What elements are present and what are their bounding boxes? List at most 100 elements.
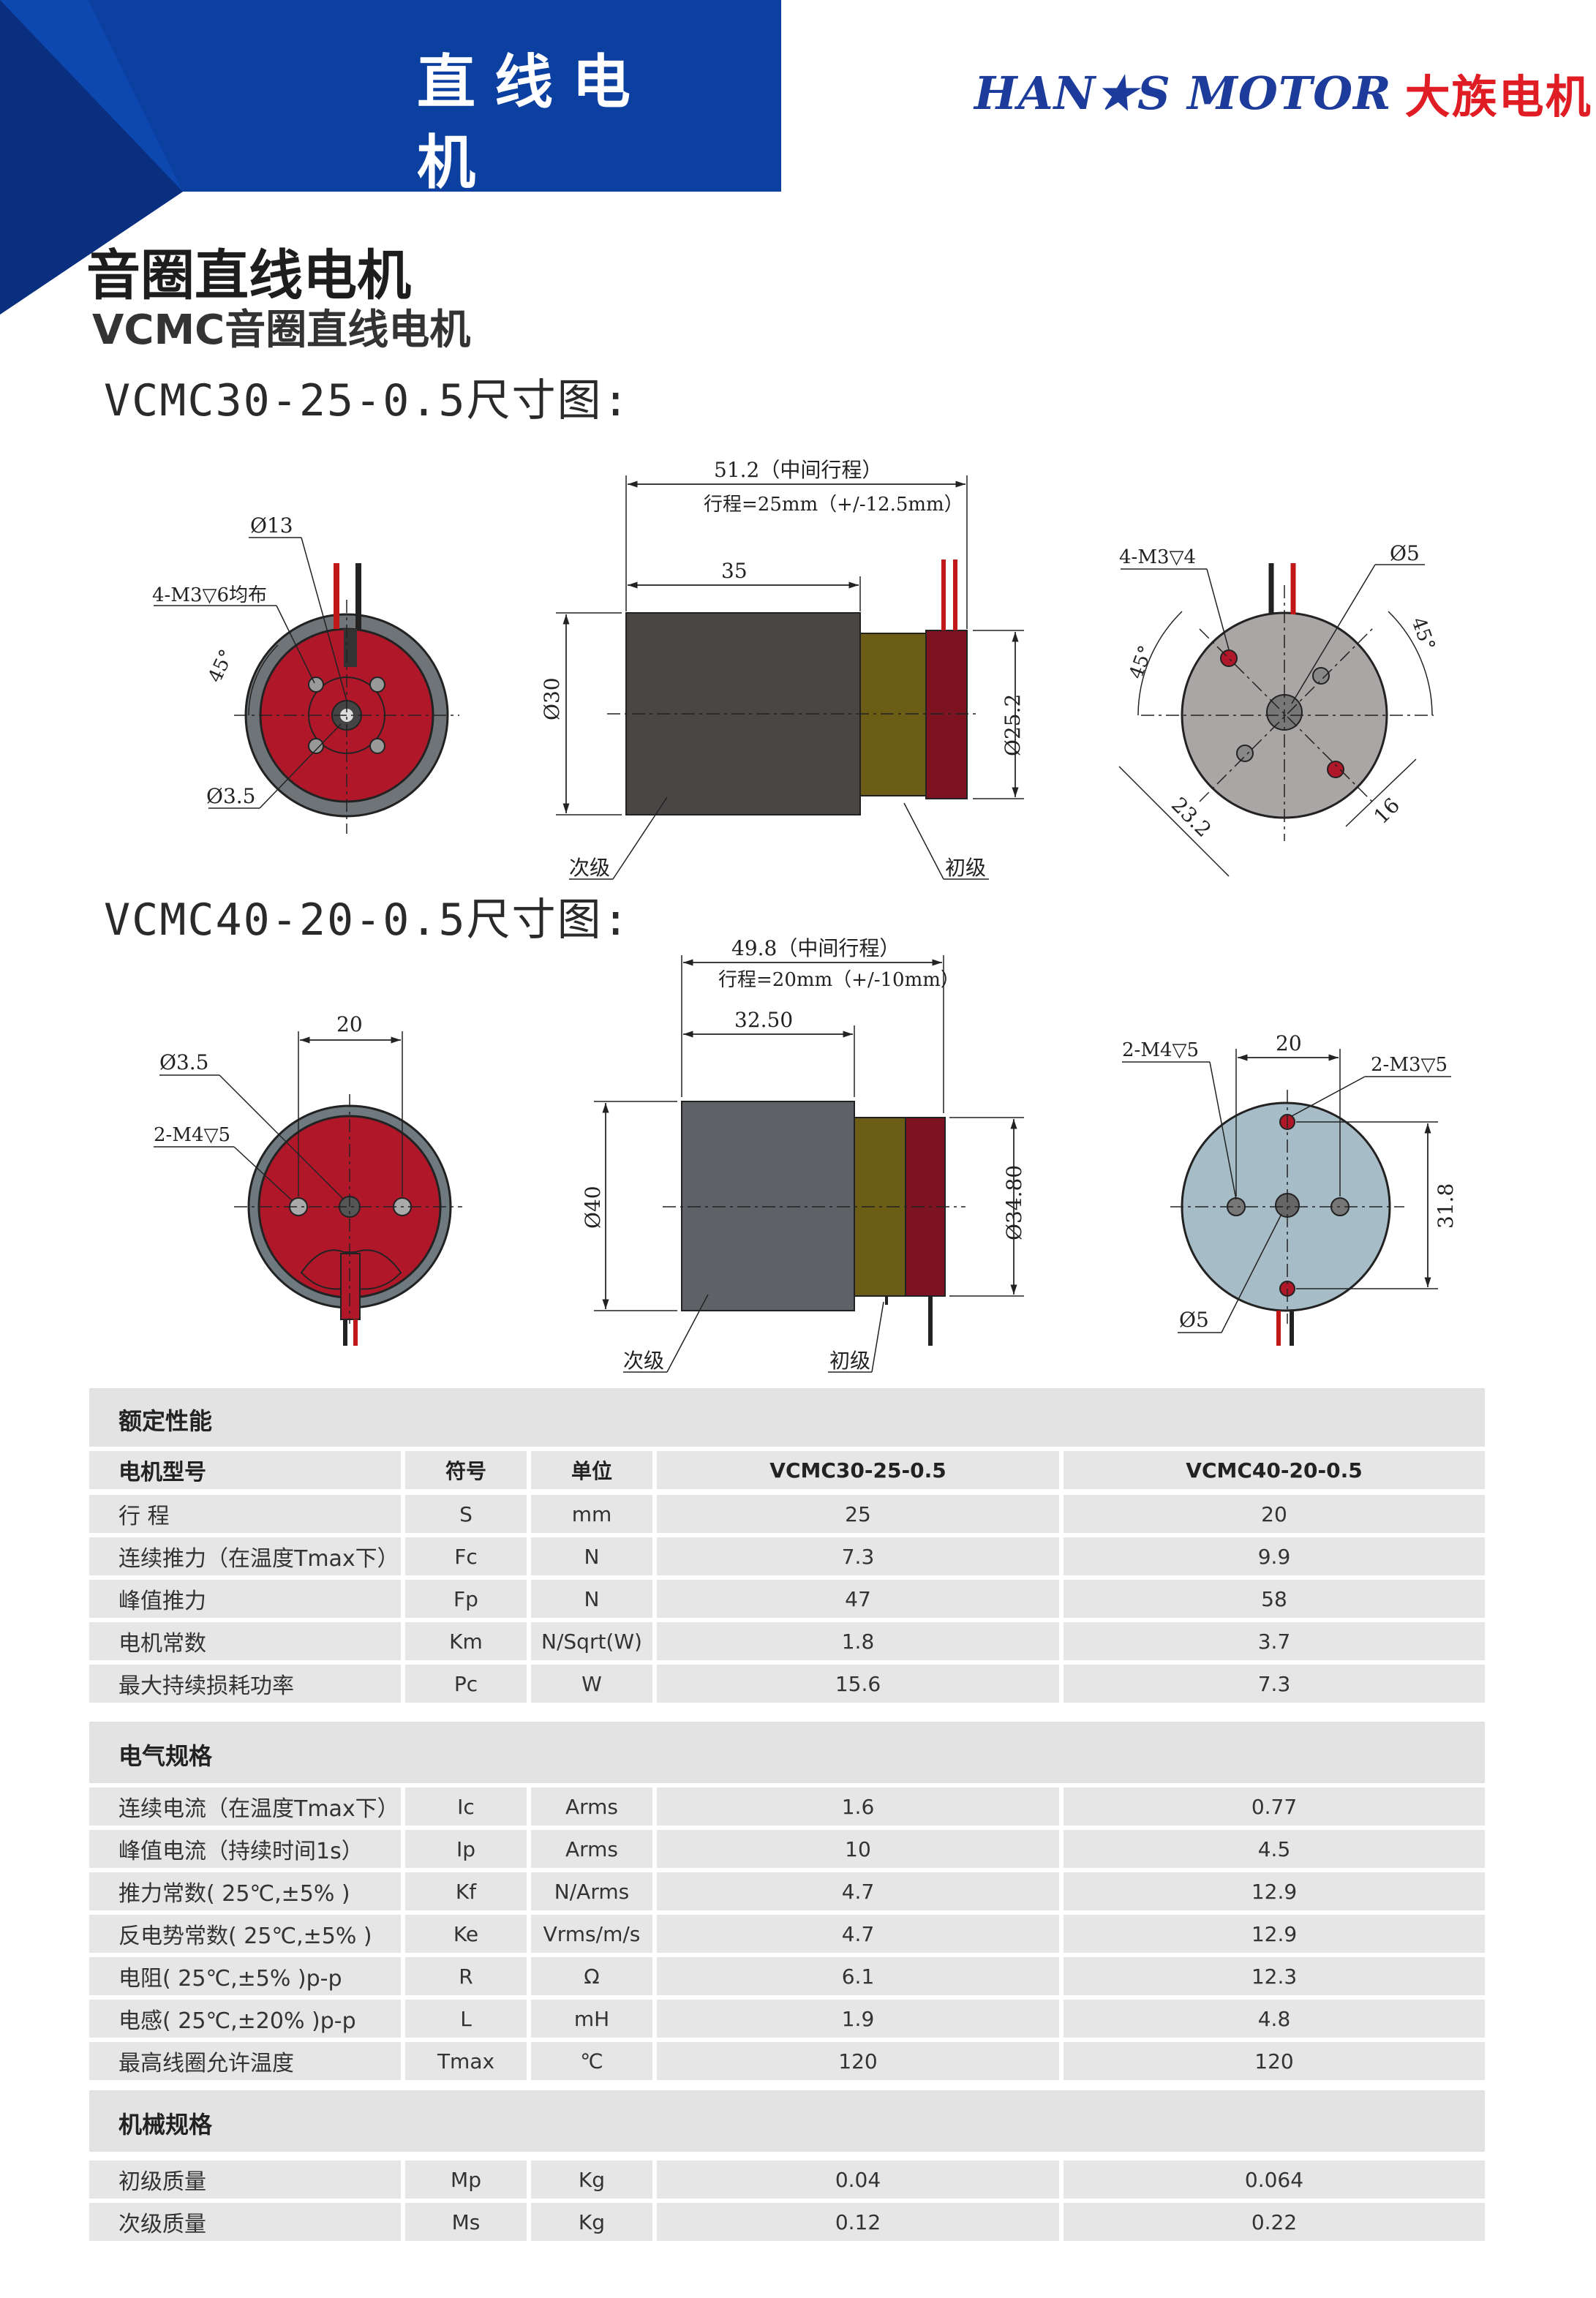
d1-side-d252: Ø25.2 [1001, 694, 1025, 756]
value-vcmc30-cell: 47 [657, 1580, 1059, 1618]
value-vcmc30-cell: 25 [657, 1495, 1059, 1533]
symbol-cell: Ip [405, 1830, 527, 1868]
param-name-cell: 初级质量 [89, 2161, 401, 2199]
logo-chinese: 大族电机 [1404, 70, 1592, 124]
d2-front-d35: Ø3.5 [159, 1050, 208, 1074]
value-vcmc30-cell: 120 [657, 2042, 1059, 2080]
value-vcmc40-cell: VCMC40-20-0.5 [1064, 1451, 1485, 1489]
drawing1-title: VCMC30-25-0.5尺寸图: [104, 375, 631, 426]
table-section-header: 额定性能 [89, 1388, 1485, 1447]
param-name-cell: 推力常数( 25℃,±5% ) [89, 1872, 401, 1910]
d1-front-d35: Ø3.5 [206, 784, 255, 808]
value-vcmc30-cell: 4.7 [657, 1915, 1059, 1953]
d2-rear-d5: Ø5 [1179, 1308, 1209, 1332]
header-title: 直线电机 [417, 48, 650, 197]
unit-cell: Arms [531, 1830, 652, 1868]
dimension-drawings: Ø13 4-M3▽6均布 45° Ø3.5 51.2（中间行程） 行程=25mm… [152, 458, 1458, 1373]
section-title: 机械规格 [118, 2111, 213, 2139]
page-subtitle: VCMC音圈直线电机 [92, 306, 471, 354]
d2-side-secondary: 次级 [623, 1349, 664, 1373]
d2-rear-dim318: 31.8 [1434, 1183, 1458, 1229]
d2-side-stroke: 行程=20mm（+/-10mm） [718, 969, 960, 991]
value-vcmc40-cell: 9.9 [1064, 1537, 1485, 1575]
d1-rear-angle1: 45° [1125, 643, 1157, 682]
d2-side-view: 49.8（中间行程） 行程=20mm（+/-10mm） 32.50 Ø40 Ø3… [581, 936, 1026, 1373]
value-vcmc40-cell: 12.3 [1064, 1957, 1485, 1995]
d1-front-d13: Ø13 [250, 513, 293, 538]
d1-rear-dim232: 23.2 [1167, 793, 1216, 842]
d2-rear-dim20: 20 [1276, 1031, 1302, 1055]
d2-front-holes: 2-M4▽5 [154, 1124, 230, 1146]
d1-side-total: 51.2（中间行程） [714, 458, 882, 482]
table-section-header: 电气规格 [89, 1722, 1485, 1783]
d2-rear-holes2: 2-M3▽5 [1371, 1054, 1448, 1076]
d2-side-len: 32.50 [734, 1008, 793, 1032]
unit-cell: Arms [531, 1787, 652, 1826]
symbol-cell: Ke [405, 1915, 527, 1953]
value-vcmc40-cell: 20 [1064, 1495, 1485, 1533]
header-banner [0, 0, 781, 314]
d1-front-view: Ø13 4-M3▽6均布 45° Ø3.5 [152, 513, 459, 834]
param-name-cell: 行 程 [89, 1495, 401, 1533]
d1-side-d30: Ø30 [540, 677, 564, 720]
value-vcmc30-cell: VCMC30-25-0.5 [657, 1451, 1059, 1489]
symbol-cell: 符号 [405, 1451, 527, 1489]
section-title: 额定性能 [118, 1407, 213, 1435]
symbol-cell: Fp [405, 1580, 527, 1618]
unit-cell: ℃ [531, 2042, 652, 2080]
value-vcmc40-cell: 4.5 [1064, 1830, 1485, 1868]
symbol-cell: Ms [405, 2203, 527, 2241]
symbol-cell: Tmax [405, 2042, 527, 2080]
value-vcmc40-cell: 12.9 [1064, 1915, 1485, 1953]
value-vcmc30-cell: 6.1 [657, 1957, 1059, 1995]
unit-cell: N [531, 1537, 652, 1575]
unit-cell: mH [531, 2000, 652, 2038]
d1-rear-angle2: 45° [1407, 614, 1439, 654]
d2-side-total: 49.8（中间行程） [731, 936, 900, 960]
param-name-cell: 峰值推力 [89, 1580, 401, 1618]
param-name-cell: 最高线圈允许温度 [89, 2042, 401, 2080]
d2-rear-holes1: 2-M4▽5 [1122, 1039, 1199, 1061]
d1-rear-holes: 4-M3▽4 [1119, 546, 1196, 568]
d2-rear-view: 2-M4▽5 20 2-M3▽5 31.8 Ø5 [1122, 1031, 1458, 1346]
param-name-cell: 最大持续损耗功率 [89, 1665, 401, 1703]
d2-front-dim20: 20 [336, 1012, 363, 1036]
logo-english: HAN★S MOTOR [974, 66, 1392, 120]
value-vcmc40-cell: 58 [1064, 1580, 1485, 1618]
param-name-cell: 连续推力（在温度Tmax下） [89, 1537, 401, 1575]
value-vcmc40-cell: 4.8 [1064, 2000, 1485, 2038]
param-name-cell: 次级质量 [89, 2203, 401, 2241]
value-vcmc30-cell: 1.9 [657, 2000, 1059, 2038]
value-vcmc40-cell: 3.7 [1064, 1622, 1485, 1660]
value-vcmc30-cell: 10 [657, 1830, 1059, 1868]
value-vcmc40-cell: 120 [1064, 2042, 1485, 2080]
symbol-cell: L [405, 2000, 527, 2038]
value-vcmc30-cell: 0.12 [657, 2203, 1059, 2241]
symbol-cell: Mp [405, 2161, 527, 2199]
param-name-cell: 电阻( 25℃,±5% )p-p [89, 1957, 401, 1995]
d2-side-d348: Ø34.80 [1002, 1165, 1026, 1240]
table-section-header: 机械规格 [89, 2090, 1485, 2152]
param-name-cell: 电机常数 [89, 1622, 401, 1660]
value-vcmc40-cell: 12.9 [1064, 1872, 1485, 1910]
company-logo: HAN★S MOTOR 大族电机 [974, 60, 1592, 126]
param-name-cell: 峰值电流（持续时间1s） [89, 1830, 401, 1868]
value-vcmc30-cell: 0.04 [657, 2161, 1059, 2199]
d1-front-angle: 45° [204, 647, 238, 686]
value-vcmc40-cell: 7.3 [1064, 1665, 1485, 1703]
d1-side-stroke: 行程=25mm（+/-12.5mm） [704, 494, 963, 516]
d2-side-d40: Ø40 [581, 1186, 605, 1229]
param-name-cell: 电机型号 [89, 1451, 401, 1489]
d1-side-primary: 初级 [945, 856, 986, 880]
value-vcmc40-cell: 0.064 [1064, 2161, 1485, 2199]
